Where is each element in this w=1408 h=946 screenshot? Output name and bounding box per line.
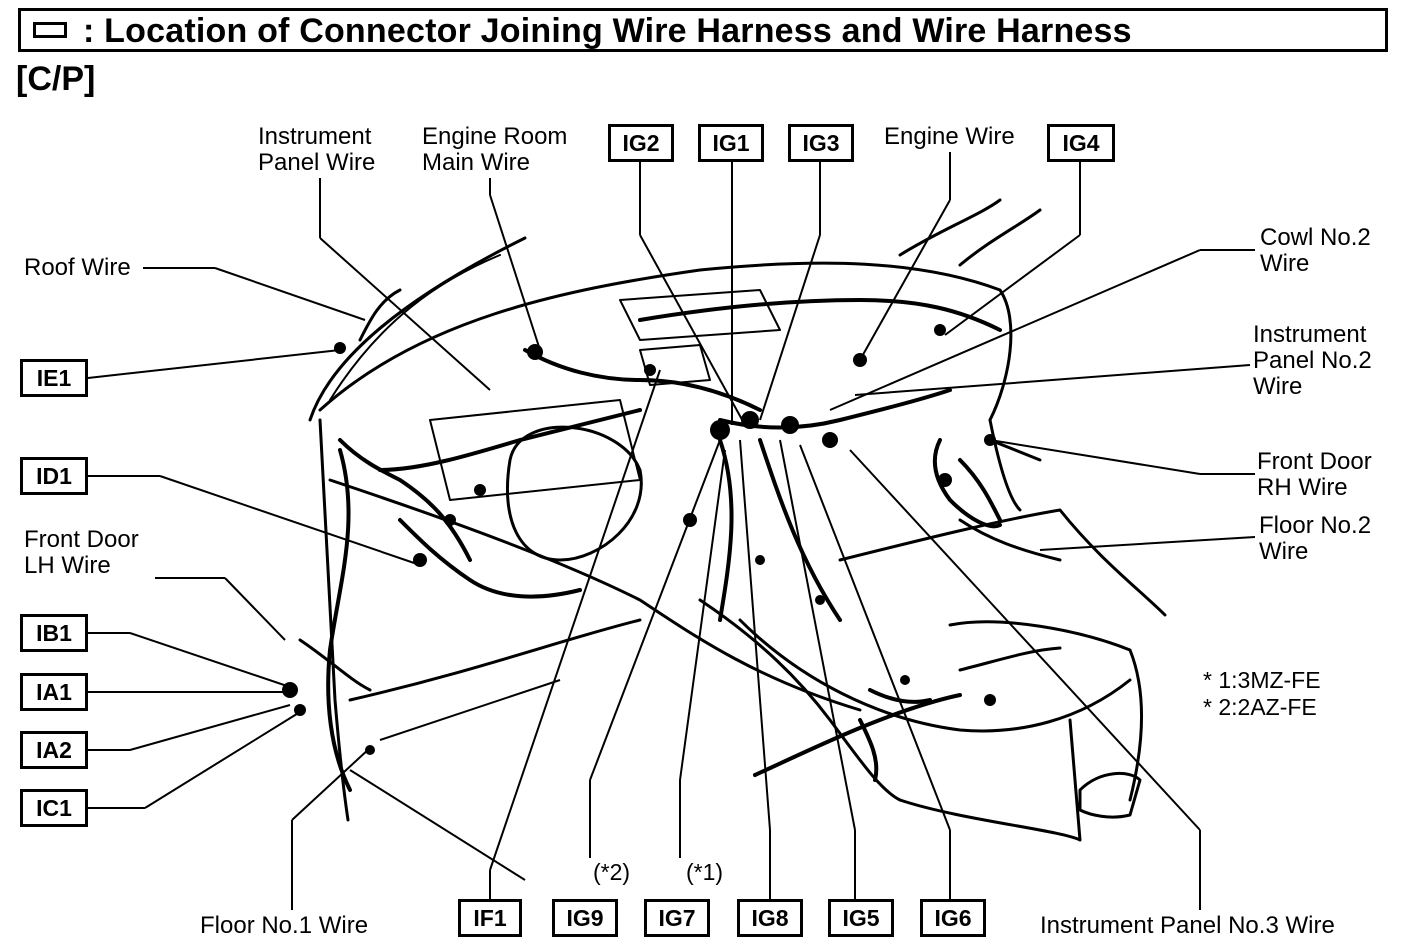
connector-ig2[interactable]: IG2	[608, 124, 674, 162]
label-roof-wire: Roof Wire	[24, 255, 131, 281]
label-front-door-lh-wire: Front Door LH Wire	[24, 527, 139, 579]
connector-ig8[interactable]: IG8	[737, 899, 803, 937]
connector-ie1[interactable]: IE1	[20, 359, 88, 397]
label-line: Panel No.2	[1253, 347, 1372, 374]
connector-ig7[interactable]: IG7	[644, 899, 710, 937]
connector-ig5[interactable]: IG5	[828, 899, 894, 937]
page-title: : Location of Connector Joining Wire Har…	[83, 12, 1132, 50]
connector-id1[interactable]: ID1	[20, 457, 88, 495]
connector-ig6[interactable]: IG6	[920, 899, 986, 937]
label-line: Instrument	[1253, 321, 1367, 348]
label-line: Engine Wire	[884, 123, 1015, 150]
label-engine-room-main-wire: Engine Room Main Wire	[422, 124, 567, 176]
label-line: RH Wire	[1257, 474, 1348, 501]
label-line: Roof Wire	[24, 254, 131, 281]
label-instrument-panel-no2-wire: Instrument Panel No.2 Wire	[1253, 322, 1372, 400]
label-line: Floor No.1 Wire	[200, 912, 369, 939]
connector-ic1[interactable]: IC1	[20, 789, 88, 827]
label-floor-no1-wire: Floor No.1 Wire	[200, 913, 368, 939]
label-line: Instrument	[258, 123, 372, 150]
label-line: LH Wire	[24, 552, 111, 579]
label-line: Wire	[1259, 538, 1309, 565]
connector-ib1[interactable]: IB1	[20, 614, 88, 652]
label-line: Front Door	[1257, 448, 1372, 475]
label-cowl-no2-wire: Cowl No.2 Wire	[1260, 225, 1371, 277]
label-floor-no2-wire: Floor No.2 Wire	[1259, 513, 1371, 565]
label-line: Floor No.2	[1259, 512, 1372, 539]
engine-note-1: * 1:3MZ-FE	[1203, 667, 1321, 693]
label-line: Engine Room	[422, 123, 568, 150]
engine-note-2: * 2:2AZ-FE	[1203, 694, 1317, 720]
title-bar: : Location of Connector Joining Wire Har…	[18, 8, 1388, 52]
label-front-door-rh-wire: Front Door RH Wire	[1257, 449, 1372, 501]
connector-ig4[interactable]: IG4	[1047, 124, 1115, 162]
label-engine-wire: Engine Wire	[884, 124, 1015, 150]
connector-ig1[interactable]: IG1	[698, 124, 764, 162]
label-line: Instrument Panel No.3 Wire	[1040, 912, 1335, 939]
connector-ia1[interactable]: IA1	[20, 673, 88, 711]
label-instrument-panel-no3-wire: Instrument Panel No.3 Wire	[1040, 913, 1335, 939]
ig9-engine-tag: (*2)	[593, 859, 631, 885]
connector-if1[interactable]: IF1	[458, 899, 522, 937]
label-line: Wire	[1260, 250, 1310, 277]
connector-ig9[interactable]: IG9	[552, 899, 618, 937]
label-line: Wire	[1253, 373, 1303, 400]
label-line: Main Wire	[422, 149, 531, 176]
ig7-engine-tag: (*1)	[686, 859, 724, 885]
label-line: Panel Wire	[258, 149, 376, 176]
connector-ig3[interactable]: IG3	[788, 124, 854, 162]
label-line: Front Door	[24, 526, 139, 553]
section-label: [C/P]	[16, 60, 96, 98]
label-line: Cowl No.2	[1260, 224, 1371, 251]
label-instrument-panel-wire: Instrument Panel Wire	[258, 124, 375, 176]
connector-ia2[interactable]: IA2	[20, 731, 88, 769]
connector-legend-box-icon	[33, 22, 67, 38]
